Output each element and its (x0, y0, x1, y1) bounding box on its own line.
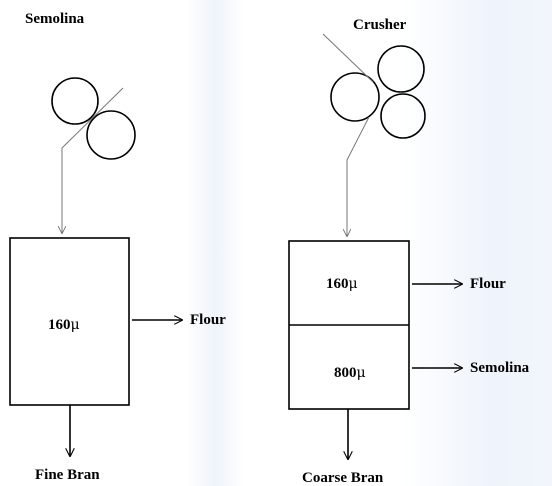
left-roller-mill (51, 77, 136, 160)
right-semolina-label: Semolina (470, 360, 530, 376)
right-input-label: Crusher (353, 17, 407, 33)
roller-circle (377, 45, 425, 93)
crusher-feed-line (322, 33, 374, 83)
left-bran-label: Fine Bran (35, 467, 100, 483)
sieve-value: 800 (334, 365, 357, 381)
sieve-value: 160 (48, 317, 71, 333)
micron-unit: μ (356, 365, 366, 381)
right-bran-label: Coarse Bran (302, 470, 384, 486)
left-input-label: Semolina (25, 11, 85, 27)
left-feed-line (62, 87, 124, 233)
right-crusher (330, 45, 426, 139)
right-flour-label: Flour (470, 276, 506, 292)
micron-unit: μ (348, 276, 358, 292)
micron-unit: μ (70, 317, 80, 333)
roller-circle (86, 110, 136, 160)
roller-circle (51, 77, 99, 125)
sieve-value: 160 (326, 276, 349, 292)
roller-circle (380, 93, 426, 139)
right-feed-line (347, 116, 370, 236)
right-bottom-sieve-label: 800μ (334, 366, 366, 381)
roller-circle (330, 72, 380, 122)
background-band (185, 0, 245, 486)
left-flour-label: Flour (190, 312, 226, 328)
background-band (400, 0, 552, 486)
right-top-sieve-label: 160μ (326, 277, 358, 292)
left-sieve-label: 160μ (48, 318, 80, 333)
